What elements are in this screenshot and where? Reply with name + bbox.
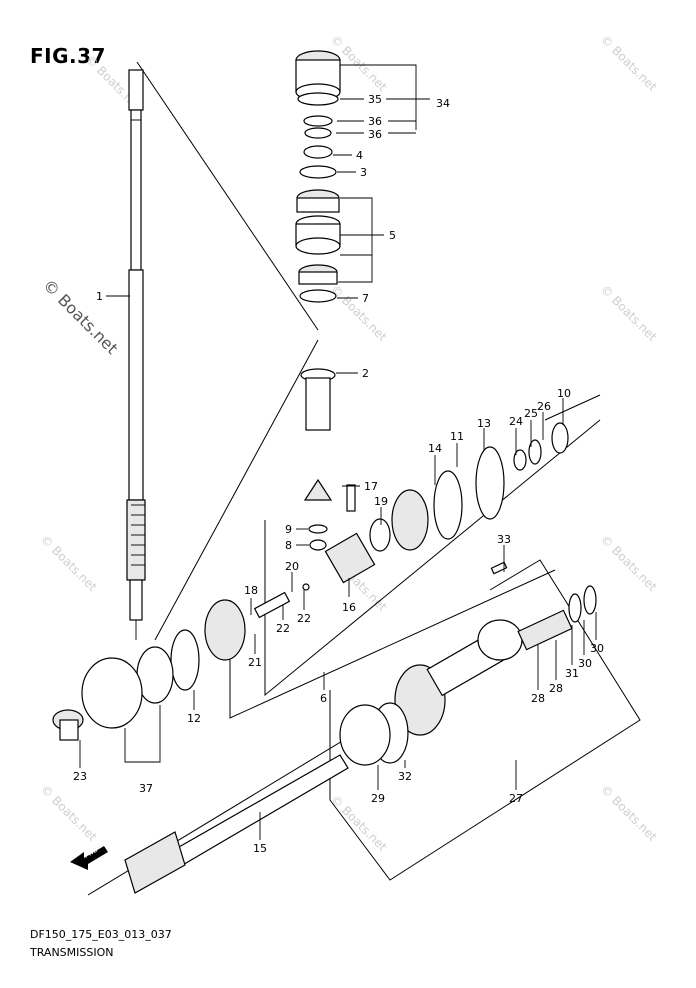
callout-12: 12 <box>187 712 201 725</box>
callout-8: 8 <box>285 539 292 552</box>
callout-31: 31 <box>565 667 579 680</box>
callout-14: 14 <box>428 442 442 455</box>
callout-27: 27 <box>509 792 523 805</box>
watermark: © Boats.net <box>328 282 390 344</box>
callout-2: 2 <box>362 367 369 380</box>
leader-lines <box>79 64 597 840</box>
callout-32: 32 <box>398 770 412 783</box>
callout-9: 9 <box>285 523 292 536</box>
callout-22: 22 <box>297 612 311 625</box>
watermark: © Boats.net <box>39 275 121 357</box>
part-clutch[interactable] <box>324 518 391 584</box>
callout-20: 20 <box>285 560 299 573</box>
callout-18: 18 <box>244 584 258 597</box>
callout-26: 26 <box>537 400 551 413</box>
frame-lines <box>87 61 641 896</box>
callout-36: 36 <box>368 115 382 128</box>
callout-34: 34 <box>436 97 450 110</box>
part-propeller-shaft[interactable] <box>124 754 349 894</box>
part-sleeve[interactable] <box>300 368 336 431</box>
callout-13: 13 <box>477 417 491 430</box>
watermark: © Boats.net <box>598 782 660 844</box>
watermark: © Boats.net <box>598 282 660 344</box>
callout-36: 36 <box>368 128 382 141</box>
watermark: © Boats.net <box>598 532 660 594</box>
callout-1: 1 <box>96 290 103 303</box>
fwd-arrow-icon: FWD <box>70 846 108 870</box>
watermark: © Boats.net <box>598 32 660 94</box>
callout-4: 4 <box>356 149 363 162</box>
part-reverse-gear[interactable] <box>136 583 310 704</box>
part-forward-gear[interactable] <box>391 422 569 551</box>
callout-25: 25 <box>524 407 538 420</box>
callout-3: 3 <box>360 166 367 179</box>
callout-28: 28 <box>549 682 563 695</box>
watermark: © Boats.net <box>38 782 100 844</box>
part-top-housing[interactable] <box>295 50 341 303</box>
callout-19: 19 <box>374 495 388 508</box>
callout-17: 17 <box>364 480 378 493</box>
callout-30: 30 <box>578 657 592 670</box>
callout-16: 16 <box>342 601 356 614</box>
section-name: TRANSMISSION <box>30 946 114 959</box>
part-pinion[interactable] <box>303 478 356 551</box>
callout-11: 11 <box>450 430 464 443</box>
callouts: 35 34 36 36 4 3 5 7 1 2 10 26 25 24 13 1… <box>73 93 604 855</box>
watermark: © Boats.net <box>38 532 100 594</box>
callout-21: 21 <box>248 656 262 669</box>
callout-30: 30 <box>590 642 604 655</box>
callout-7: 7 <box>362 292 369 305</box>
callout-29: 29 <box>371 792 385 805</box>
callout-5: 5 <box>389 229 396 242</box>
callout-10: 10 <box>557 387 571 400</box>
callout-37: 37 <box>139 782 153 795</box>
callout-15: 15 <box>253 842 267 855</box>
part-bearing-housing[interactable] <box>52 657 143 741</box>
callout-24: 24 <box>509 415 523 428</box>
callout-35: 35 <box>368 93 382 106</box>
callout-6: 6 <box>320 692 327 705</box>
callout-28: 28 <box>531 692 545 705</box>
callout-23: 23 <box>73 770 87 783</box>
callout-22: 22 <box>276 622 290 635</box>
part-drive-shaft[interactable] <box>126 69 146 640</box>
part-prop-shaft-housing[interactable] <box>339 561 597 766</box>
figure-code: DF150_175_E03_013_037 <box>30 928 172 941</box>
figure-title: FIG.37 <box>30 44 106 68</box>
callout-33: 33 <box>497 533 511 546</box>
